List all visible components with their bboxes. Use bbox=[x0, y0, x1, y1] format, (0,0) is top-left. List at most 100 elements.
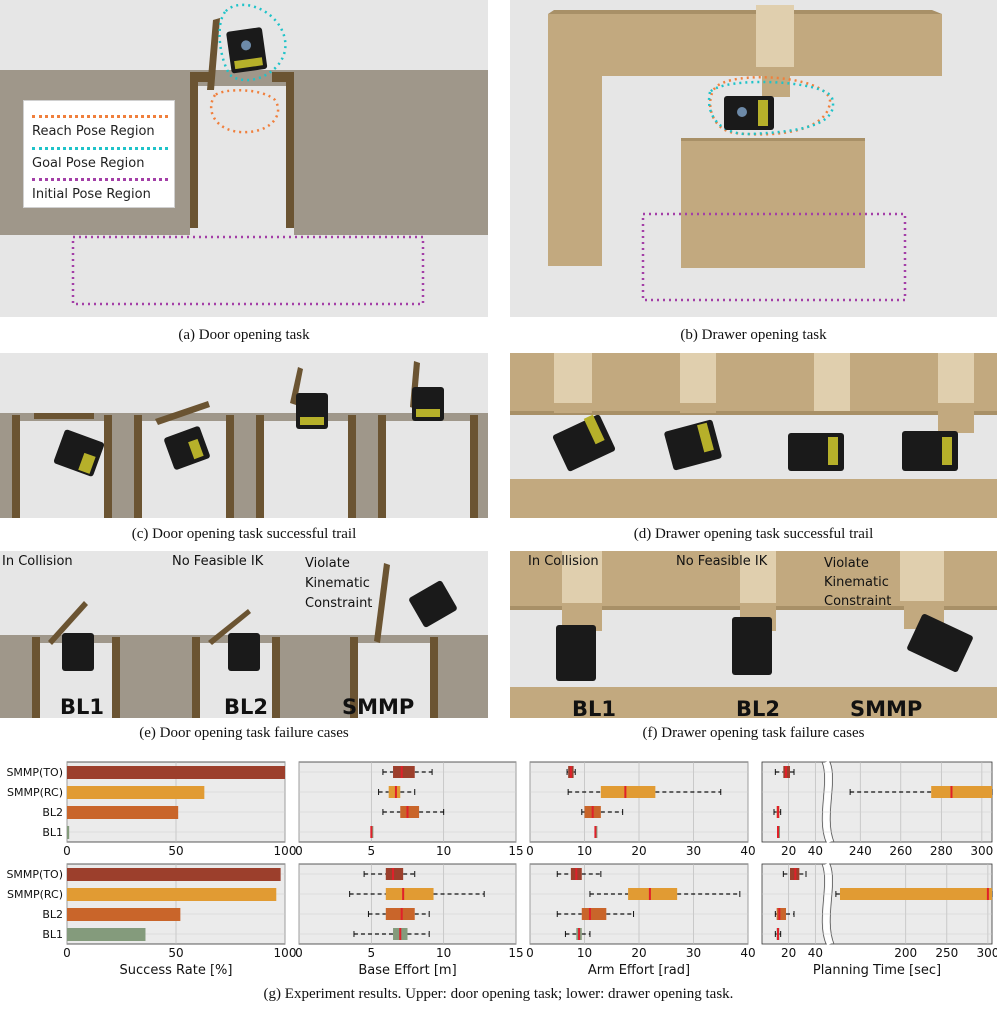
tick-label: 40 bbox=[808, 844, 823, 858]
label-no-feasible-ik-drawer: No Feasible IK bbox=[676, 554, 768, 569]
axis-break bbox=[823, 862, 833, 946]
tick-label: 0 bbox=[295, 946, 303, 960]
axis-break-line bbox=[821, 863, 827, 945]
plot-panel bbox=[761, 761, 993, 843]
legend-initial-line bbox=[32, 178, 168, 181]
tick-label: 20 bbox=[631, 946, 646, 960]
tick-label: 0 bbox=[526, 946, 534, 960]
tick-label: 20 bbox=[781, 844, 796, 858]
tick-label: 10 bbox=[436, 844, 451, 858]
drawer-trail-diagram bbox=[510, 353, 997, 518]
legend-initial: Initial Pose Region bbox=[32, 178, 168, 202]
robot-icons bbox=[62, 580, 457, 671]
axis-break-line bbox=[829, 761, 835, 843]
bar-BL1 bbox=[67, 928, 146, 941]
tick-label: 280 bbox=[930, 844, 953, 858]
door-trail-diagram bbox=[0, 361, 488, 518]
box-SMMP(TO) bbox=[393, 766, 415, 778]
box-SMMP(RC) bbox=[600, 786, 656, 798]
tick-label: 50 bbox=[168, 844, 183, 858]
caption-d: (d) Drawer opening task successful trail bbox=[633, 526, 874, 542]
category-label: BL1 bbox=[42, 826, 63, 839]
bar-BL1 bbox=[67, 826, 70, 839]
tick-label: 15 bbox=[508, 946, 523, 960]
wall-right bbox=[286, 80, 294, 228]
tick-label: 20 bbox=[631, 844, 646, 858]
robot-icons bbox=[552, 414, 958, 472]
bar-SMMP(RC) bbox=[67, 888, 277, 901]
axis-break-line bbox=[829, 863, 835, 945]
category-label: SMMP(TO) bbox=[6, 868, 63, 881]
caption-a: (a) Door opening task bbox=[178, 327, 310, 343]
tick-label: 20 bbox=[781, 946, 796, 960]
bar-SMMP(RC) bbox=[67, 786, 205, 799]
axis-label: Success Rate [%] bbox=[120, 963, 233, 978]
caption-g: (g) Experiment results. Upper: door open… bbox=[263, 986, 734, 1002]
goal-pose-region bbox=[707, 80, 835, 136]
bar-BL2 bbox=[67, 806, 179, 819]
reach-pose-region bbox=[209, 89, 280, 134]
drawer-task-diagram bbox=[548, 5, 942, 302]
box-BL2 bbox=[776, 908, 786, 920]
category-label: BL2 bbox=[42, 908, 63, 921]
axis-label: Planning Time [sec] bbox=[813, 963, 941, 978]
tick-label: 0 bbox=[63, 844, 71, 858]
wall-left bbox=[190, 80, 198, 228]
label-bl1: BL1 bbox=[60, 695, 104, 718]
label-bl1-drawer: BL1 bbox=[572, 697, 616, 718]
drawer-open bbox=[756, 5, 794, 67]
scene-door-failure: In Collision No Feasible IK Violate Kine… bbox=[0, 551, 488, 718]
plot-panel bbox=[761, 863, 993, 945]
tick-label: 30 bbox=[686, 946, 701, 960]
axis-label: Arm Effort [rad] bbox=[588, 963, 690, 978]
doorway-corridor bbox=[190, 86, 294, 236]
tick-label: 50 bbox=[168, 946, 183, 960]
scene-drawer-task bbox=[510, 0, 997, 317]
tick-label: 10 bbox=[577, 946, 592, 960]
category-label: SMMP(RC) bbox=[7, 888, 63, 901]
legend-goal: Goal Pose Region bbox=[32, 147, 168, 171]
tick-label: 10 bbox=[577, 844, 592, 858]
tick-label: 260 bbox=[889, 844, 912, 858]
robot-icons bbox=[556, 614, 973, 681]
bar-BL2 bbox=[67, 908, 181, 921]
label-violate-constraint-drawer: Violate Kinematic Constraint bbox=[824, 556, 892, 609]
robot-icon bbox=[226, 27, 268, 74]
box-SMMP(RC) bbox=[385, 888, 434, 900]
label-violate-constraint: Violate Kinematic Constraint bbox=[305, 556, 373, 611]
tick-label: 100 bbox=[274, 946, 297, 960]
label-smmp-drawer: SMMP (Ours) bbox=[850, 697, 923, 718]
tick-label: 40 bbox=[808, 946, 823, 960]
box-BL2 bbox=[581, 908, 607, 920]
tick-label: 0 bbox=[526, 844, 534, 858]
category-label: BL1 bbox=[42, 928, 63, 941]
tick-label: 5 bbox=[368, 844, 376, 858]
box-BL2 bbox=[385, 908, 415, 920]
box-SMMP(RC) bbox=[388, 786, 401, 798]
caption-b: (b) Drawer opening task bbox=[680, 327, 827, 343]
scene-drawer-failure: In Collision No Feasible IK Violate Kine… bbox=[510, 551, 997, 718]
reach-pose-region bbox=[708, 76, 832, 136]
label-in-collision: In Collision bbox=[2, 554, 73, 569]
tick-label: 10 bbox=[436, 946, 451, 960]
box-SMMP(RC) bbox=[840, 888, 992, 900]
label-no-feasible-ik: No Feasible IK bbox=[172, 554, 264, 569]
box-SMMP(RC) bbox=[628, 888, 678, 900]
table-block bbox=[681, 138, 865, 268]
tick-label: 40 bbox=[740, 946, 755, 960]
label-smmp: SMMP (Ours) bbox=[342, 695, 415, 718]
tick-label: 0 bbox=[295, 844, 303, 858]
scene-door-task: Reach Pose Region Goal Pose Region Initi… bbox=[0, 0, 488, 317]
scene-door-trail bbox=[0, 353, 488, 518]
axis-label: Base Effort [m] bbox=[358, 963, 456, 978]
door-panel bbox=[207, 18, 220, 90]
label-bl2: BL2 bbox=[224, 695, 268, 718]
legend-reach-line bbox=[32, 115, 168, 118]
caption-f: (f) Drawer opening task failure cases bbox=[642, 725, 865, 741]
drawer-failure-diagram bbox=[510, 551, 997, 718]
bar-SMMP(TO) bbox=[67, 766, 285, 779]
door-failure-diagram bbox=[0, 563, 488, 718]
label-bl2-drawer: BL2 bbox=[736, 697, 780, 718]
category-label: SMMP(TO) bbox=[6, 766, 63, 779]
